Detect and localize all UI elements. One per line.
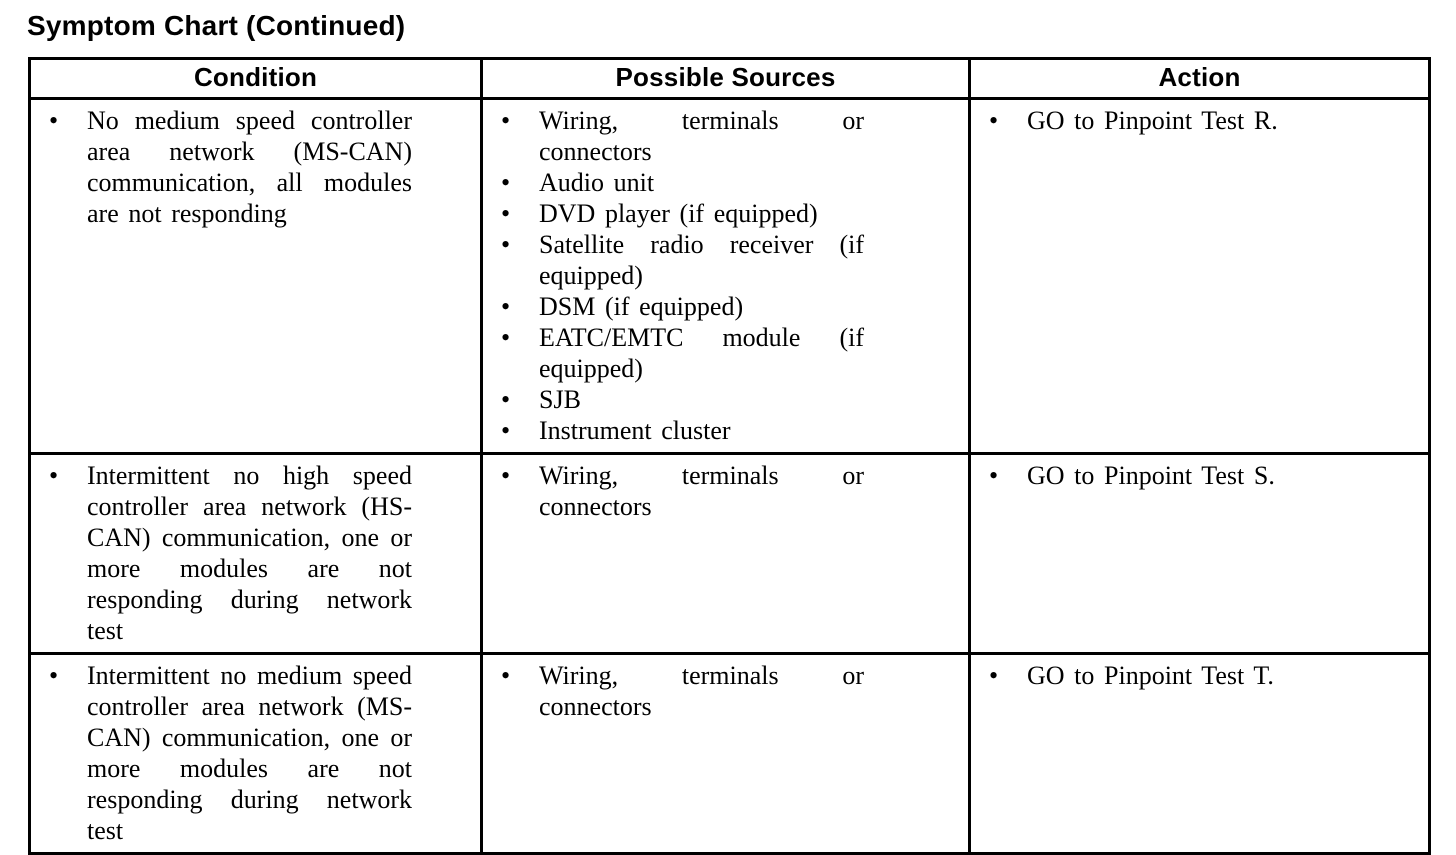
header-row: Condition Possible Sources Action [28,57,1431,100]
bullet-icon: • [501,323,511,352]
bullet-icon: • [989,461,999,490]
bullet-icon: • [989,106,999,135]
page-title: Symptom Chart (Continued) [27,10,406,41]
column-header-condition: Condition [28,57,483,100]
list-item: • Intermittent no high speed controller a… [31,460,480,646]
cell-condition: • Intermittent no medium speed controller… [28,652,483,855]
list-item: • Intermittent no medium speed controller… [31,660,480,846]
list-item-text: DVD player (if equipped) [539,199,818,228]
table-row: • Intermittent no high speed controller a… [28,452,1431,655]
list-item-text: Intermittent no medium speed controller … [87,661,412,845]
list-item: • SJB [483,384,968,415]
list-item-text: Intermittent no high speed controller ar… [87,461,412,645]
list-item-text: Audio unit [539,168,655,197]
bullet-icon: • [501,199,511,228]
bullet-icon: • [501,230,511,259]
list-item: • GO to Pinpoint Test R. [971,105,1428,136]
table-row: • No medium speed controller area network… [28,97,1431,455]
list-item: • GO to Pinpoint Test S. [971,460,1428,491]
cell-sources: • Wiring, terminals or connectors • Audio u… [480,97,971,455]
bullet-icon: • [49,661,59,690]
action-list: • GO to Pinpoint Test S. [971,460,1428,491]
list-item: • EATC/EMTC module (if equipped) [483,322,968,384]
list-item-text: GO to Pinpoint Test R. [1027,106,1278,135]
list-item-text: Wiring, terminals or connectors [539,461,864,521]
action-list: • GO to Pinpoint Test R. [971,105,1428,136]
list-item-text: Instrument cluster [539,416,731,445]
bullet-icon: • [989,661,999,690]
list-item: • Satellite radio receiver (if equipped) [483,229,968,291]
cell-condition: • No medium speed controller area network… [28,97,483,455]
list-item: • Wiring, terminals or connectors [483,460,968,522]
sources-list: • Wiring, terminals or connectors [483,460,968,522]
list-item: • Wiring, terminals or connectors [483,660,968,722]
list-item-text: EATC/EMTC module (if equipped) [539,323,864,383]
list-item-text: GO to Pinpoint Test T. [1027,661,1274,690]
bullet-icon: • [501,168,511,197]
condition-list: • Intermittent no medium speed controller… [31,660,480,846]
cell-sources: • Wiring, terminals or connectors [480,652,971,855]
list-item-text: Wiring, terminals or connectors [539,661,864,721]
symptom-chart-table: Condition Possible Sources Action • No me… [28,57,1431,855]
list-item: • Wiring, terminals or connectors [483,105,968,167]
cell-action: • GO to Pinpoint Test R. [968,97,1431,455]
list-item: • Instrument cluster [483,415,968,446]
bullet-icon: • [49,106,59,135]
bullet-icon: • [501,661,511,690]
action-list: • GO to Pinpoint Test T. [971,660,1428,691]
sources-list: • Wiring, terminals or connectors • Audio u… [483,105,968,446]
cell-action: • GO to Pinpoint Test S. [968,452,1431,655]
bullet-icon: • [501,416,511,445]
list-item-text: No medium speed controller area network … [87,106,412,228]
bullet-icon: • [501,385,511,414]
list-item: • GO to Pinpoint Test T. [971,660,1428,691]
bullet-icon: • [501,461,511,490]
cell-sources: • Wiring, terminals or connectors [480,452,971,655]
list-item-text: SJB [539,385,581,414]
cell-condition: • Intermittent no high speed controller a… [28,452,483,655]
cell-action: • GO to Pinpoint Test T. [968,652,1431,855]
condition-list: • No medium speed controller area network… [31,105,480,229]
list-item: • Audio unit [483,167,968,198]
list-item-text: Wiring, terminals or connectors [539,106,864,166]
column-header-action: Action [968,57,1431,100]
bullet-icon: • [49,461,59,490]
list-item-text: DSM (if equipped) [539,292,744,321]
list-item: • DSM (if equipped) [483,291,968,322]
bullet-icon: • [501,106,511,135]
column-header-possible-sources: Possible Sources [480,57,971,100]
list-item: • No medium speed controller area network… [31,105,480,229]
bullet-icon: • [501,292,511,321]
list-item-text: GO to Pinpoint Test S. [1027,461,1275,490]
sources-list: • Wiring, terminals or connectors [483,660,968,722]
list-item: • DVD player (if equipped) [483,198,968,229]
list-item-text: Satellite radio receiver (if equipped) [539,230,864,290]
condition-list: • Intermittent no high speed controller a… [31,460,480,646]
table-row: • Intermittent no medium speed controller… [28,652,1431,855]
